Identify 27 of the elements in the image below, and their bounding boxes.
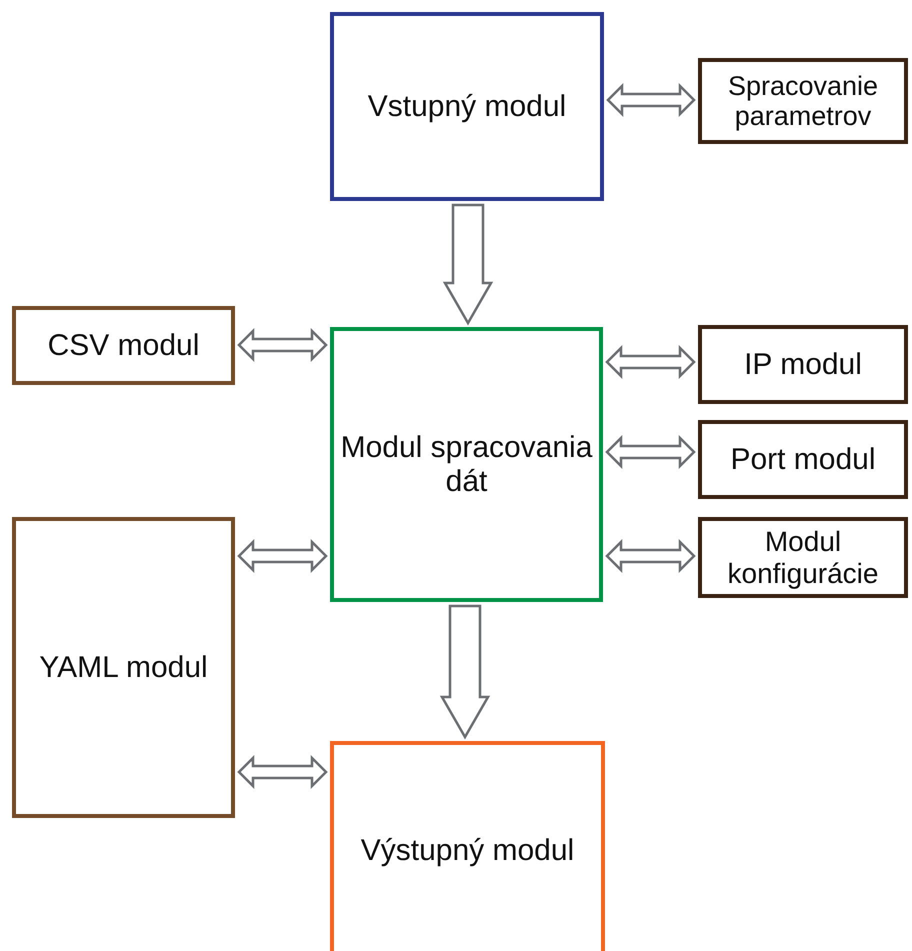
module-box	[330, 12, 604, 201]
block-arrow	[605, 538, 696, 574]
module-box	[698, 420, 908, 499]
module-label: IP modul	[744, 348, 862, 382]
module-box	[330, 741, 605, 951]
block-arrow	[605, 434, 696, 470]
module-box	[698, 58, 908, 144]
block-arrow	[442, 204, 494, 326]
module-label: Modul konfigurácie	[726, 526, 880, 589]
module-box	[12, 306, 235, 385]
module-box	[698, 325, 908, 404]
module-label: Modul spracovania dát	[340, 430, 594, 498]
module-box	[12, 517, 235, 818]
block-arrow	[237, 754, 328, 790]
module-label: Spracovanie parametrov	[726, 70, 880, 132]
module-label: Port modul	[730, 442, 876, 476]
module-box	[330, 327, 603, 602]
block-arrow	[237, 538, 328, 574]
block-arrow	[606, 82, 696, 118]
module-label: CSV modul	[48, 328, 200, 362]
module-label: YAML modul	[39, 650, 208, 684]
block-arrow	[440, 604, 490, 740]
block-arrow	[237, 328, 328, 362]
block-arrow	[605, 344, 696, 380]
module-label: Výstupný modul	[360, 834, 574, 868]
module-box	[698, 517, 908, 598]
module-label: Vstupný modul	[368, 90, 566, 124]
